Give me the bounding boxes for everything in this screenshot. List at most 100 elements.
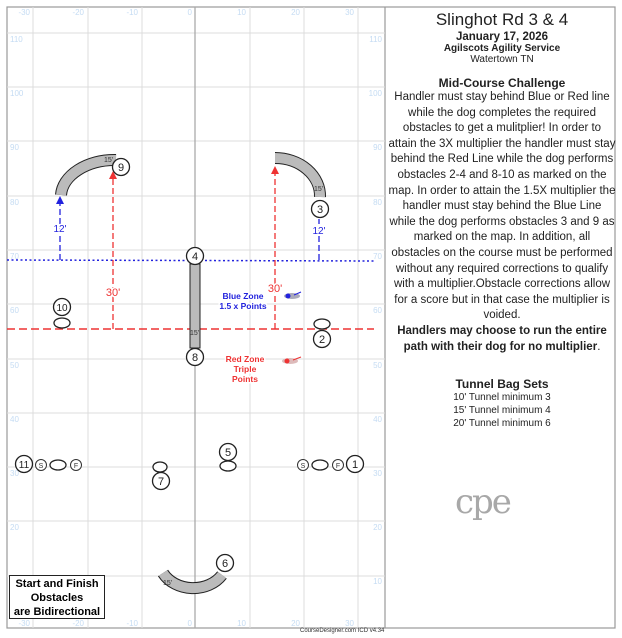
blue-zone-points: 1.5 x Points (219, 301, 267, 311)
x-label: -30 (18, 619, 30, 628)
obstacle-number-7: 7 (151, 471, 171, 491)
svg-text:100: 100 (10, 89, 24, 98)
dogwalk-4-8: 15' (189, 263, 201, 349)
svg-text:20: 20 (373, 523, 382, 532)
course-title: Slinghot Rd 3 & 4 (435, 10, 569, 29)
svg-text:15': 15' (163, 580, 172, 587)
svg-text:F: F (336, 463, 340, 470)
svg-text:20: 20 (10, 523, 19, 532)
red-zone-triple: Triple (234, 364, 257, 374)
svg-text:110: 110 (10, 35, 23, 44)
svg-text:15': 15' (314, 186, 323, 193)
jump-5 (219, 460, 237, 472)
start-finish-note: Start and Finish Obstacles are Bidirecti… (9, 575, 105, 619)
svg-text:40: 40 (10, 415, 19, 424)
obstacle-number-3: 3 (310, 199, 330, 219)
svg-text:S: S (301, 463, 306, 470)
challenge-title: Mid-Course Challenge (438, 76, 566, 90)
x-label: 30 (345, 619, 354, 628)
start-marker: S (297, 459, 309, 471)
distance-label: 30' (268, 283, 282, 295)
obstacle-number-9: 9 (111, 157, 131, 177)
svg-text:110: 110 (369, 35, 382, 44)
obstacle-number-4: 4 (185, 246, 205, 266)
jump-2 (313, 318, 331, 330)
svg-text:8: 8 (192, 352, 198, 364)
note-line: Start and Finish (15, 578, 99, 590)
challenge-note: Handlers may choose to run the entire pa… (397, 324, 607, 353)
tunnel-bag-item: 15' Tunnel minimum 4 (453, 405, 551, 417)
organization: Agilscots Agility Service (443, 43, 561, 54)
svg-text:15': 15' (104, 157, 113, 164)
svg-text:60: 60 (10, 306, 19, 315)
x-label: 20 (291, 619, 300, 628)
tunnel-6: 15' (157, 569, 227, 595)
svg-text:60: 60 (373, 306, 382, 315)
location: Watertown TN (470, 54, 534, 65)
obstacle-number-10: 10 (52, 297, 72, 317)
challenge-rules: Handler must stay behind Blue or Red lin… (388, 91, 616, 322)
svg-text:7: 7 (158, 476, 164, 488)
svg-text:4: 4 (192, 251, 198, 263)
distance-label: 12' (53, 224, 66, 235)
svg-text:90: 90 (10, 143, 19, 152)
x-label: -20 (72, 8, 84, 17)
svg-text:80: 80 (373, 198, 382, 207)
obstacle-number-6: 6 (215, 553, 235, 573)
svg-text:40: 40 (373, 415, 382, 424)
x-label: 10 (237, 8, 246, 17)
svg-text:S: S (39, 463, 44, 470)
svg-text:3: 3 (317, 204, 323, 216)
cpe-logo: cpe (455, 482, 512, 522)
arrow-up-icon (109, 171, 117, 179)
handler-icon-red (282, 356, 302, 364)
distance-label: 12' (312, 226, 325, 237)
svg-text:90: 90 (373, 143, 382, 152)
svg-text:11: 11 (19, 460, 30, 471)
red-zone-points: Points (232, 374, 258, 384)
footer-credit: CourseDesigner.com ICD v4.34 (300, 628, 385, 634)
note-end: . (597, 340, 601, 353)
svg-text:15': 15' (190, 330, 199, 337)
jump-11 (49, 459, 67, 471)
svg-text:9: 9 (118, 162, 124, 174)
arrow-up-icon (271, 166, 279, 174)
svg-text:F: F (74, 463, 78, 470)
svg-text:10: 10 (373, 577, 382, 586)
distance-label: 30' (106, 287, 120, 299)
svg-text:2: 2 (319, 334, 325, 346)
svg-text:70: 70 (10, 252, 19, 261)
x-label: 20 (291, 8, 300, 17)
svg-text:70: 70 (373, 252, 382, 261)
jump-1 (311, 459, 329, 471)
tunnel-3: 15' (274, 152, 326, 198)
handler-icon-blue (284, 291, 302, 299)
obstacle-number-1: 1 (345, 454, 365, 474)
obstacle-number-8: 8 (185, 347, 205, 367)
obstacle-number-5: 5 (218, 442, 238, 462)
svg-text:50: 50 (10, 361, 19, 370)
svg-text:6: 6 (222, 558, 228, 570)
course-date: January 17, 2026 (455, 31, 549, 43)
svg-text:5: 5 (225, 447, 231, 459)
svg-text:30: 30 (373, 469, 382, 478)
blue-zone-label: Blue Zone (222, 291, 263, 301)
x-label: -20 (72, 619, 84, 628)
svg-text:80: 80 (10, 198, 19, 207)
course-info-panel: Slinghot Rd 3 & 4 January 17, 2026 Agils… (386, 8, 618, 430)
red-zone-label: Red Zone (226, 354, 265, 364)
obstacle-number-2: 2 (312, 329, 332, 349)
x-label: 0 (188, 619, 193, 628)
svg-text:50: 50 (373, 361, 382, 370)
jump-7 (152, 461, 168, 473)
x-label: -10 (126, 619, 138, 628)
arrow-up-icon (56, 196, 64, 204)
tunnel-bag-item: 20' Tunnel minimum 6 (453, 418, 551, 430)
finish-marker: F (70, 459, 82, 471)
svg-text:10: 10 (56, 303, 68, 314)
x-label: 10 (237, 619, 246, 628)
tunnel-9: 15' (55, 153, 117, 196)
